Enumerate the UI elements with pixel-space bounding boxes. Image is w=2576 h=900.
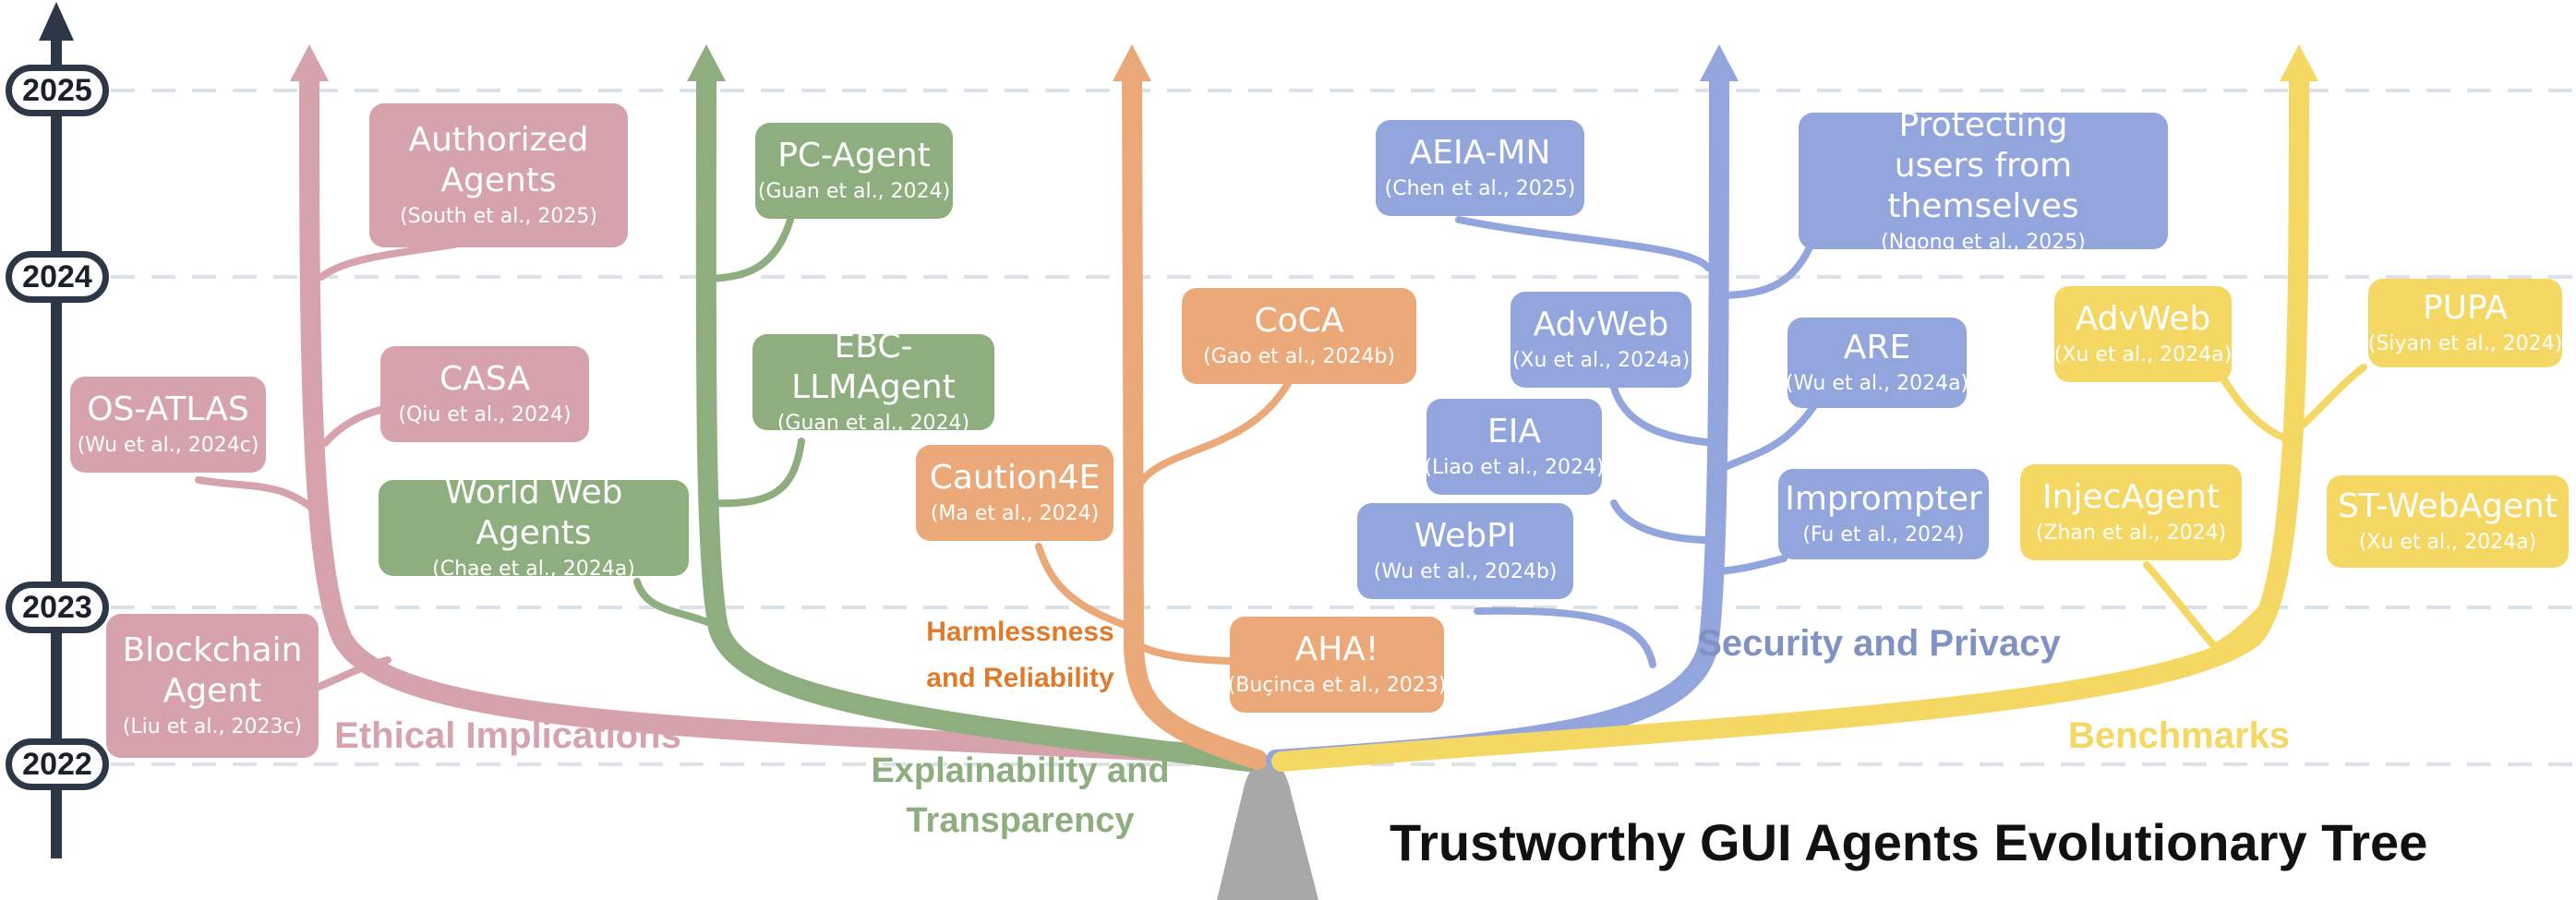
node-citation: (Fu et al., 2024) — [1802, 523, 1965, 546]
branch-label-harm: Harmlessness and Reliability — [926, 617, 1114, 693]
node-eia[interactable]: EIA (Liao et al., 2024) — [1424, 399, 1605, 495]
node-citation: (Siyan et al., 2024) — [2367, 332, 2563, 355]
node-title: World Web Agents — [444, 474, 623, 552]
node-citation: (Zhan et al., 2024) — [2035, 522, 2227, 545]
branch-label-security: Security and Privacy — [1697, 623, 2061, 664]
timeline-arrowhead — [39, 2, 74, 41]
node-citation: (Wu et al., 2024b) — [1373, 560, 1558, 583]
node-title: AEIA-MN — [1409, 134, 1551, 172]
node-aeia-mn[interactable]: AEIA-MN (Chen et al., 2025) — [1376, 120, 1584, 216]
node-os-atlas[interactable]: OS-ATLAS (Wu et al., 2024c) — [70, 377, 266, 473]
node-world-web-agents[interactable]: World Web Agents (Chae et al., 2024a) — [379, 474, 689, 581]
node-caution4e[interactable]: Caution4E (Ma et al., 2024) — [916, 445, 1113, 541]
node-citation: (Gao et al., 2024b) — [1203, 345, 1395, 368]
node-citation: (Xu et al., 2024a) — [2358, 531, 2537, 554]
node-title: Imprompter — [1785, 480, 1982, 518]
node-pupa[interactable]: PUPA (Siyan et al., 2024) — [2368, 279, 2562, 367]
node-citation: (Ma et al., 2024) — [930, 502, 1100, 525]
node-citation: (Guan et al., 2024) — [757, 180, 951, 203]
node-st-webagent[interactable]: ST-WebAgent (Xu et al., 2024a) — [2327, 475, 2569, 568]
node-aha[interactable]: AHA! (Buçinca et al., 2023) — [1227, 617, 1447, 713]
node-title: EIA — [1487, 413, 1541, 450]
node-title: CoCA — [1254, 302, 1344, 340]
node-title: Protecting users from themselves — [1887, 106, 2079, 225]
node-citation: (Buçinca et al., 2023) — [1227, 674, 1447, 697]
node-title: Blockchain Agent — [122, 631, 303, 710]
year-badge-2022: 2022 — [6, 738, 109, 790]
node-title: ST-WebAgent — [2337, 487, 2558, 525]
node-citation: (South et al., 2025) — [400, 205, 597, 228]
branch-label-bench: Benchmarks — [2067, 715, 2291, 756]
node-title: AdvWeb — [2075, 300, 2211, 338]
year-badge-2024: 2024 — [6, 251, 109, 303]
node-blockchain-agent[interactable]: Blockchain Agent (Liu et al., 2023c) — [106, 614, 319, 758]
node-advweb-benchmarks[interactable]: AdvWeb (Xu et al., 2024a) — [2054, 286, 2232, 382]
node-are[interactable]: ARE (Wu et al., 2024a) — [1785, 318, 1969, 408]
node-citation: (Ngong et al., 2025) — [1881, 231, 2086, 254]
branch-harmlessness — [1035, 44, 1294, 770]
node-citation: (Xu et al., 2024a) — [1511, 349, 1691, 372]
node-citation: (Chen et al., 2025) — [1384, 177, 1576, 200]
node-title: OS-ATLAS — [87, 390, 249, 428]
year-badge-2025: 2025 — [6, 65, 109, 116]
node-title: EBC-LLMAgent — [791, 328, 956, 406]
node-title: PUPA — [2422, 289, 2509, 327]
node-title: PC-Agent — [777, 137, 931, 174]
node-injecagent[interactable]: InjecAgent (Zhan et al., 2024) — [2020, 464, 2242, 560]
node-citation: (Liao et al., 2024) — [1424, 456, 1605, 479]
node-imprompter[interactable]: Imprompter (Fu et al., 2024) — [1778, 469, 1989, 559]
node-citation: (Wu et al., 2024c) — [77, 434, 259, 457]
node-title: ARE — [1843, 329, 1911, 366]
diagram-title: Trustworthy GUI Agents Evolutionary Tree — [1390, 813, 2428, 871]
node-advweb-security[interactable]: AdvWeb (Xu et al., 2024a) — [1511, 292, 1691, 388]
node-title: AdvWeb — [1533, 306, 1669, 343]
node-protecting-users[interactable]: Protecting users from themselves (Ngong … — [1799, 106, 2168, 254]
node-citation: (Qiu et al., 2024) — [398, 403, 572, 426]
node-casa[interactable]: CASA (Qiu et al., 2024) — [380, 346, 589, 442]
node-ebc-llmagent[interactable]: EBC-LLMAgent (Guan et al., 2024) — [752, 328, 994, 435]
node-authorized-agents[interactable]: Authorized Agents (South et al., 2025) — [369, 103, 628, 247]
node-title: Authorized Agents — [408, 121, 589, 199]
branch-explainability — [633, 44, 1258, 772]
node-pc-agent[interactable]: PC-Agent (Guan et al., 2024) — [755, 123, 953, 219]
node-title: Caution4E — [929, 459, 1101, 497]
node-coca[interactable]: CoCA (Gao et al., 2024b) — [1182, 288, 1416, 384]
tree-trunk — [1217, 757, 1318, 900]
node-citation: (Liu et al., 2023c) — [122, 715, 303, 738]
year-badge-2023: 2023 — [6, 582, 109, 633]
node-title: AHA! — [1294, 630, 1379, 668]
node-webpi[interactable]: WebPI (Wu et al., 2024b) — [1357, 503, 1573, 599]
node-title: CASA — [439, 360, 530, 398]
node-citation: (Wu et al., 2024a) — [1785, 372, 1969, 395]
node-title: InjecAgent — [2042, 478, 2220, 516]
node-citation: (Guan et al., 2024) — [776, 412, 970, 435]
branch-label-explain: Explainability and Transparency — [871, 751, 1170, 840]
node-citation: (Chae et al., 2024a) — [432, 558, 635, 581]
node-title: WebPI — [1414, 517, 1517, 555]
node-citation: (Xu et al., 2024a) — [2053, 343, 2233, 366]
timeline-axis — [39, 2, 74, 858]
branch-label-ethical: Ethical Implications — [334, 715, 681, 756]
